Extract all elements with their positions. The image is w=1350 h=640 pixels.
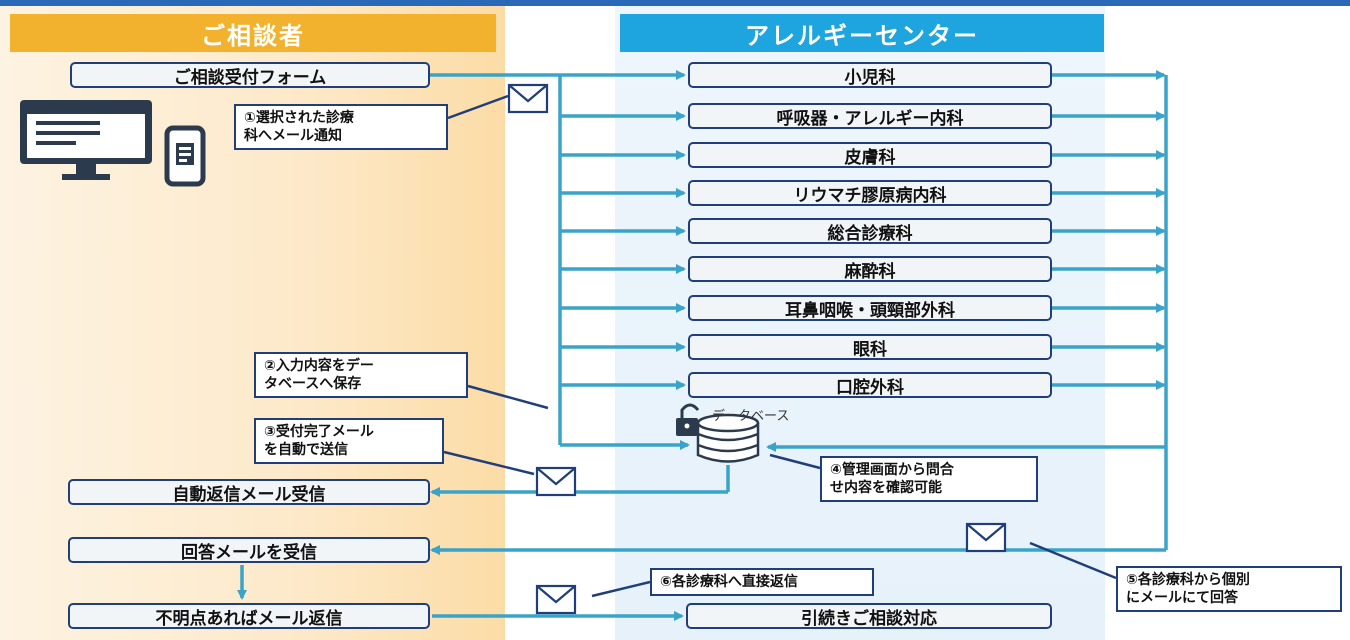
- callout-1-line-1: ①選択された診療: [244, 110, 354, 126]
- consultation-form-box: ご相談受付フォーム: [70, 62, 430, 88]
- callout-2-line-2: タベースへ保存: [264, 376, 362, 392]
- auto-reply-box: 自動返信メール受信: [68, 479, 430, 505]
- lock-icon: [676, 403, 700, 436]
- consultant-header: ご相談者: [10, 14, 496, 52]
- callout-6-pointer: [591, 580, 651, 598]
- smartphone-icon: [164, 125, 206, 187]
- callout-1-line-2: 科へメール通知: [244, 128, 342, 144]
- callout-3-pointer: [443, 450, 535, 476]
- dept-box: 小児科: [688, 62, 1052, 88]
- dept-box: リウマチ膠原病内科: [688, 180, 1052, 206]
- callout-2: ②入力内容をデー タベースへ保存: [254, 352, 468, 398]
- callout-4-pointer: [769, 453, 821, 470]
- callout-1-pointer: [447, 94, 509, 120]
- envelope-icon: [965, 522, 1007, 553]
- dept-box: 皮膚科: [688, 142, 1052, 168]
- callout-3: ③受付完了メール を自動で送信: [254, 418, 444, 464]
- dept-box: 口腔外科: [688, 372, 1052, 398]
- envelope-icon: [535, 466, 577, 497]
- reply-unclear-box: 不明点あればメール返信: [68, 603, 430, 629]
- database-label: データベース: [712, 409, 790, 424]
- dept-box: 耳鼻咽喉・頭頸部外科: [688, 295, 1052, 321]
- callout-3-line-2: を自動で送信: [264, 442, 348, 458]
- callout-5-pointer: [1029, 541, 1117, 580]
- dept-box: 総合診療科: [688, 218, 1052, 244]
- callout-2-pointer: [467, 384, 549, 410]
- callout-4-line-1: ④管理画面から問合: [830, 462, 954, 478]
- callout-6: ⑥各診療科へ直接返信: [650, 568, 874, 596]
- envelope-icon: [507, 83, 549, 114]
- dept-box: 眼科: [688, 334, 1052, 360]
- callout-4: ④管理画面から問合 せ内容を確認可能: [820, 456, 1038, 502]
- callout-5-line-1: ⑤各診療科から個別: [1126, 572, 1250, 588]
- center-header: アレルギーセンター: [620, 14, 1104, 52]
- desktop-monitor-icon: [20, 100, 152, 180]
- callout-3-line-1: ③受付完了メール: [264, 424, 374, 440]
- envelope-icon: [535, 584, 577, 615]
- dept-box: 呼吸器・アレルギー内科: [688, 103, 1052, 129]
- callout-5: ⑤各診療科から個別 にメールにて回答: [1116, 566, 1342, 612]
- callout-2-line-1: ②入力内容をデー: [264, 358, 374, 374]
- continue-consultation-box: 引続きご相談対応: [686, 603, 1052, 629]
- dept-box: 麻酔科: [688, 256, 1052, 282]
- callout-5-line-2: にメールにて回答: [1126, 590, 1238, 606]
- callout-4-line-2: せ内容を確認可能: [830, 480, 942, 496]
- callout-1: ①選択された診療 科へメール通知: [234, 104, 448, 150]
- top-rule: [0, 0, 1350, 6]
- answer-receive-box: 回答メールを受信: [68, 537, 430, 563]
